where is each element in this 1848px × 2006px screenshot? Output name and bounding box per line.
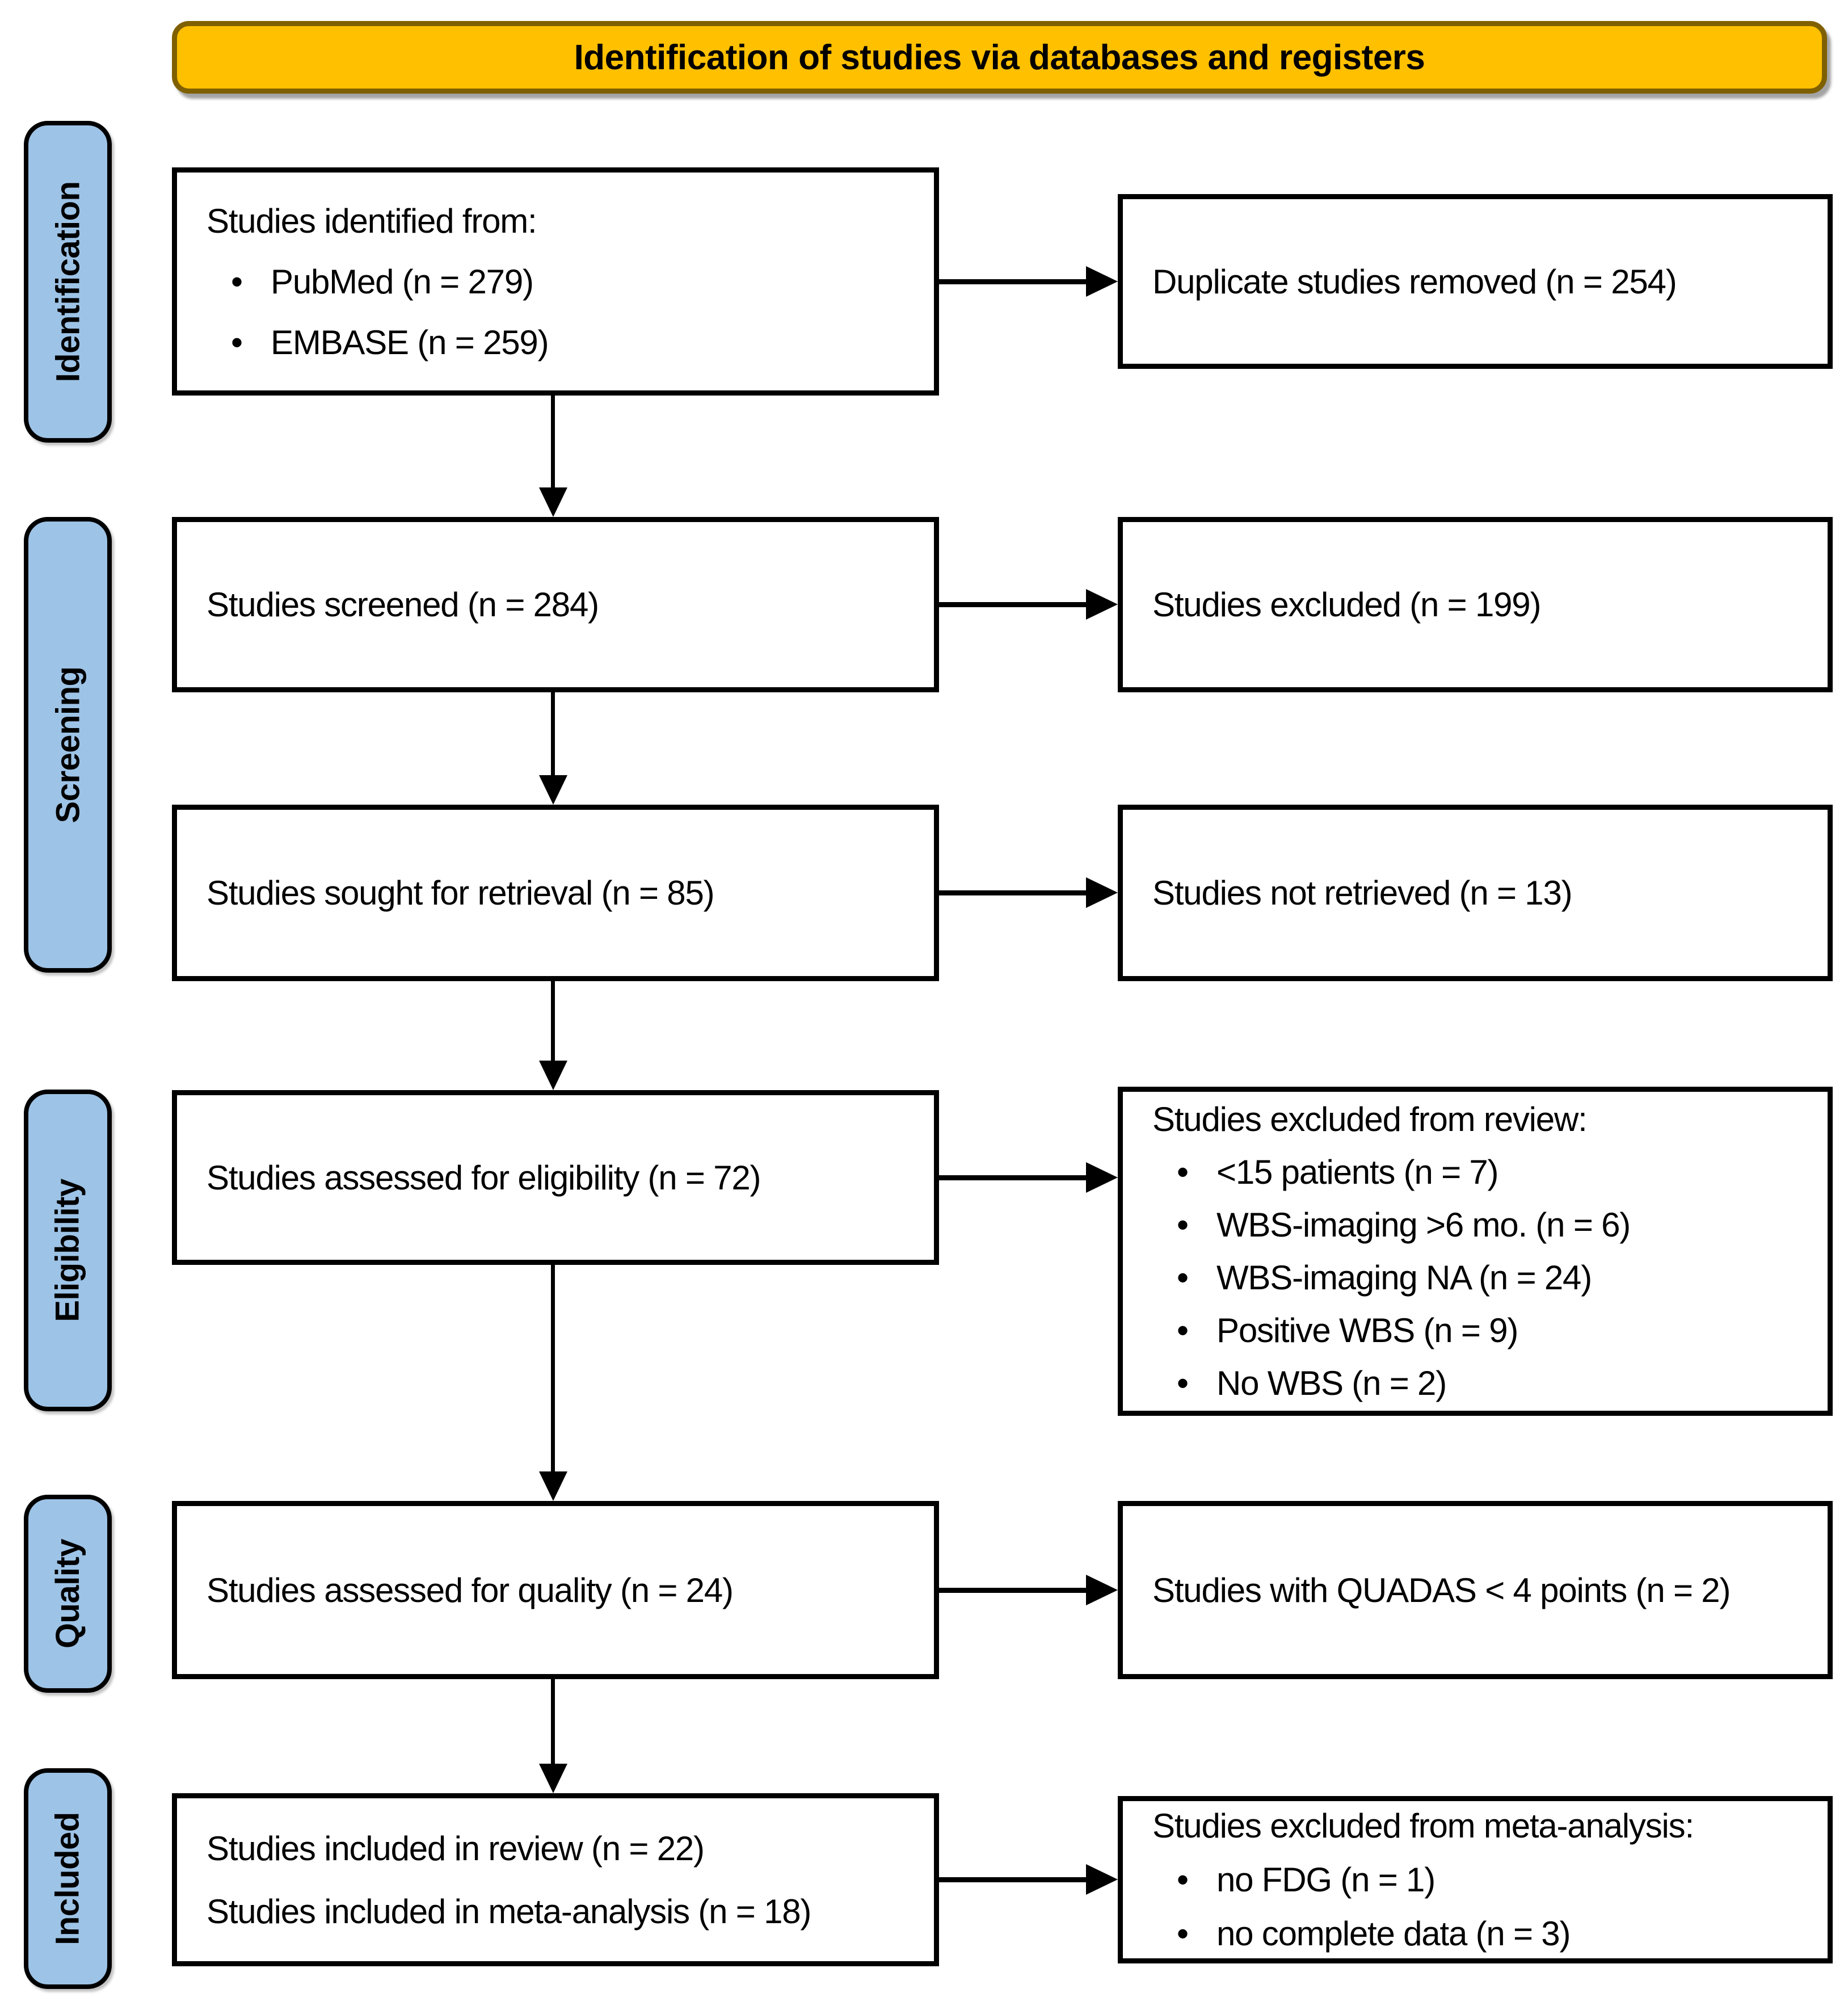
bullet-icon [231, 262, 271, 301]
list-item-text: No WBS (n = 2) [1216, 1364, 1447, 1402]
box-text: Studies included in meta-analysis (n = 1… [207, 1892, 811, 1931]
box-heading: Studies excluded from review: [1152, 1100, 1588, 1138]
box-studies-included: Studies included in review (n = 22) Stud… [172, 1793, 939, 1966]
arrow-line [939, 1588, 1087, 1593]
list-item-text: no FDG (n = 1) [1216, 1861, 1436, 1899]
arrow-line [939, 890, 1087, 895]
arrow-line [939, 1877, 1087, 1882]
list-item: WBS-imaging NA (n = 24) [1123, 1258, 1828, 1297]
box-text: Studies excluded (n = 199) [1152, 586, 1541, 624]
arrow-right-icon [1086, 266, 1118, 297]
arrow-right-icon [1086, 1162, 1118, 1193]
list-item: PubMed (n = 279) [177, 262, 934, 301]
list-item-text: PubMed (n = 279) [271, 262, 534, 301]
box-studies-screened: Studies screened (n = 284) [172, 517, 939, 692]
arrow-right-icon [1086, 589, 1118, 620]
arrow-line [939, 1175, 1087, 1180]
arrow-right-icon [1086, 877, 1118, 908]
list-item: <15 patients (n = 7) [1123, 1153, 1828, 1192]
box-text: Studies assessed for eligibility (n = 72… [207, 1158, 761, 1197]
list-item-text: EMBASE (n = 259) [271, 323, 549, 361]
box-excluded-from-review: Studies excluded from review: <15 patien… [1118, 1087, 1833, 1416]
list-item: no FDG (n = 1) [1123, 1860, 1828, 1899]
arrow-line [551, 1265, 555, 1473]
stage-label-identification: Identification [24, 121, 112, 443]
bullet-icon [1177, 1860, 1216, 1899]
box-not-retrieved: Studies not retrieved (n = 13) [1118, 805, 1833, 981]
stage-label-quality: Quality [24, 1495, 112, 1693]
list-item: EMBASE (n = 259) [177, 323, 934, 362]
box-assessed-quality: Studies assessed for quality (n = 24) [172, 1501, 939, 1679]
arrow-down-icon [539, 775, 567, 805]
bullet-icon [231, 323, 271, 362]
bullet-icon [1177, 1311, 1216, 1350]
title-banner: Identification of studies via databases … [172, 21, 1827, 94]
box-text: Studies sought for retrieval (n = 85) [207, 874, 715, 912]
bullet-icon [1177, 1258, 1216, 1297]
arrow-right-icon [1086, 1864, 1118, 1895]
box-heading: Studies identified from: [207, 201, 537, 240]
box-text: Studies included in review (n = 22) [207, 1829, 705, 1868]
arrow-down-icon [539, 1061, 567, 1090]
bullet-icon [1177, 1205, 1216, 1244]
list-item-text: <15 patients (n = 7) [1216, 1153, 1499, 1191]
arrow-down-icon [539, 487, 567, 517]
list-item: WBS-imaging >6 mo. (n = 6) [1123, 1205, 1828, 1244]
box-excluded-from-meta-analysis: Studies excluded from meta-analysis: no … [1118, 1796, 1833, 1963]
box-quadas-excluded: Studies with QUADAS < 4 points (n = 2) [1118, 1501, 1833, 1679]
arrow-line [939, 602, 1087, 607]
bullet-icon [1177, 1914, 1216, 1953]
box-heading: Studies excluded from meta-analysis: [1152, 1807, 1694, 1845]
box-studies-identified: Studies identified from: PubMed (n = 279… [172, 167, 939, 396]
list-item-text: Positive WBS (n = 9) [1216, 1311, 1518, 1349]
arrow-down-icon [539, 1471, 567, 1501]
stage-label-included: Included [24, 1768, 112, 1989]
list-item-text: no complete data (n = 3) [1216, 1915, 1571, 1953]
arrow-line [551, 393, 555, 489]
box-text: Studies screened (n = 284) [207, 586, 599, 624]
list-item-text: WBS-imaging NA (n = 24) [1216, 1259, 1592, 1297]
arrow-line [551, 981, 555, 1062]
box-duplicates-removed: Duplicate studies removed (n = 254) [1118, 194, 1833, 369]
list-item-text: WBS-imaging >6 mo. (n = 6) [1216, 1206, 1631, 1244]
box-text: Studies assessed for quality (n = 24) [207, 1571, 734, 1609]
box-assessed-eligibility: Studies assessed for eligibility (n = 72… [172, 1090, 939, 1265]
arrow-line [551, 692, 555, 776]
arrow-right-icon [1086, 1575, 1118, 1605]
arrow-line [551, 1679, 555, 1765]
box-sought-retrieval: Studies sought for retrieval (n = 85) [172, 805, 939, 981]
box-text: Studies with QUADAS < 4 points (n = 2) [1152, 1571, 1731, 1609]
box-studies-excluded: Studies excluded (n = 199) [1118, 517, 1833, 692]
list-item: no complete data (n = 3) [1123, 1914, 1828, 1953]
box-text: Duplicate studies removed (n = 254) [1152, 262, 1677, 301]
list-item: No WBS (n = 2) [1123, 1364, 1828, 1403]
title-banner-label: Identification of studies via databases … [574, 37, 1425, 77]
arrow-down-icon [539, 1764, 567, 1793]
arrow-line [939, 279, 1087, 284]
bullet-icon [1177, 1364, 1216, 1403]
bullet-icon [1177, 1153, 1216, 1192]
list-item: Positive WBS (n = 9) [1123, 1311, 1828, 1350]
stage-label-screening: Screening [24, 517, 112, 973]
box-text: Studies not retrieved (n = 13) [1152, 874, 1573, 912]
stage-label-eligibility: Eligibility [24, 1090, 112, 1411]
